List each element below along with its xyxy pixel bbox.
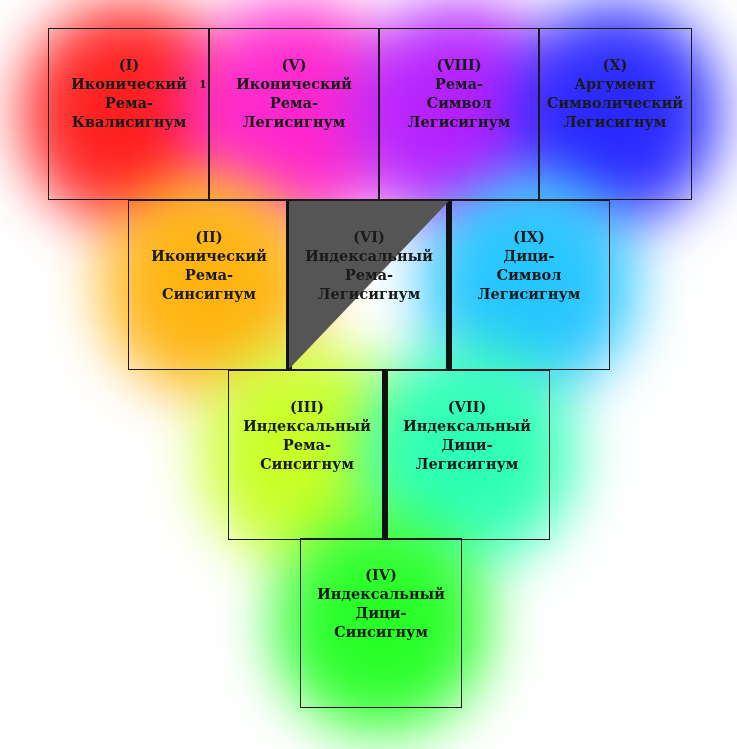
cell-line: Легисигнум bbox=[317, 286, 421, 303]
cell-line: Легисигнум bbox=[477, 286, 581, 303]
cell-line: Синсигнум bbox=[162, 286, 256, 303]
cell-line: Рема- bbox=[104, 95, 154, 112]
reference-mark: 1 bbox=[199, 78, 207, 91]
cell-line: Дици- bbox=[503, 248, 555, 265]
cell-line: Легисигнум bbox=[242, 114, 346, 131]
cell-line: Рема- bbox=[282, 437, 332, 454]
cell-line: Символ bbox=[426, 95, 492, 112]
cell-line: Индексальный bbox=[317, 586, 445, 603]
cell-number: (VIII) bbox=[436, 57, 482, 74]
cell-line: Легисигнум bbox=[407, 114, 511, 131]
cell-line: Индексальный bbox=[243, 418, 371, 435]
cell-line: Рема- bbox=[269, 95, 319, 112]
cell-line: Дици- bbox=[355, 605, 407, 622]
cell-number: (III) bbox=[289, 399, 325, 416]
thick-divider-line bbox=[446, 200, 452, 370]
cell-line: Индексальный bbox=[403, 418, 531, 435]
cell-number: (X) bbox=[602, 57, 628, 74]
cell-line: Рема- bbox=[184, 267, 234, 284]
cell-line: Квалисигнум bbox=[71, 114, 187, 131]
cell-line: Аргумент bbox=[574, 76, 656, 93]
diagonal-shade bbox=[289, 201, 449, 369]
cell-line: Иконический bbox=[71, 76, 187, 93]
cell-number: (IX) bbox=[513, 229, 545, 246]
thick-divider-line bbox=[382, 370, 388, 540]
diagonal-shade-triangle bbox=[289, 201, 449, 369]
cell-line: Легисигнум bbox=[563, 114, 667, 131]
cell-line: Символ bbox=[496, 267, 562, 284]
cell-line: Синсигнум bbox=[260, 456, 354, 473]
cell-number: (VI) bbox=[353, 229, 385, 246]
cell-line: Индексальный bbox=[305, 248, 433, 265]
cell-line: Рема- bbox=[344, 267, 394, 284]
cell-line: Дици- bbox=[441, 437, 493, 454]
cell-number: (IV) bbox=[365, 567, 397, 584]
cell-line: Синсигнум bbox=[334, 624, 428, 641]
cell-line: Рема- bbox=[434, 76, 484, 93]
cell-number: (II) bbox=[195, 229, 223, 246]
cell-number: (I) bbox=[118, 57, 140, 74]
cell-line: Иконический bbox=[151, 248, 267, 265]
cell-line: Иконический bbox=[236, 76, 352, 93]
cell-number: (V) bbox=[281, 57, 307, 74]
cell-line: Легисигнум bbox=[415, 456, 519, 473]
cell-number: (VII) bbox=[447, 399, 487, 416]
cell-line: Символический bbox=[546, 95, 684, 112]
